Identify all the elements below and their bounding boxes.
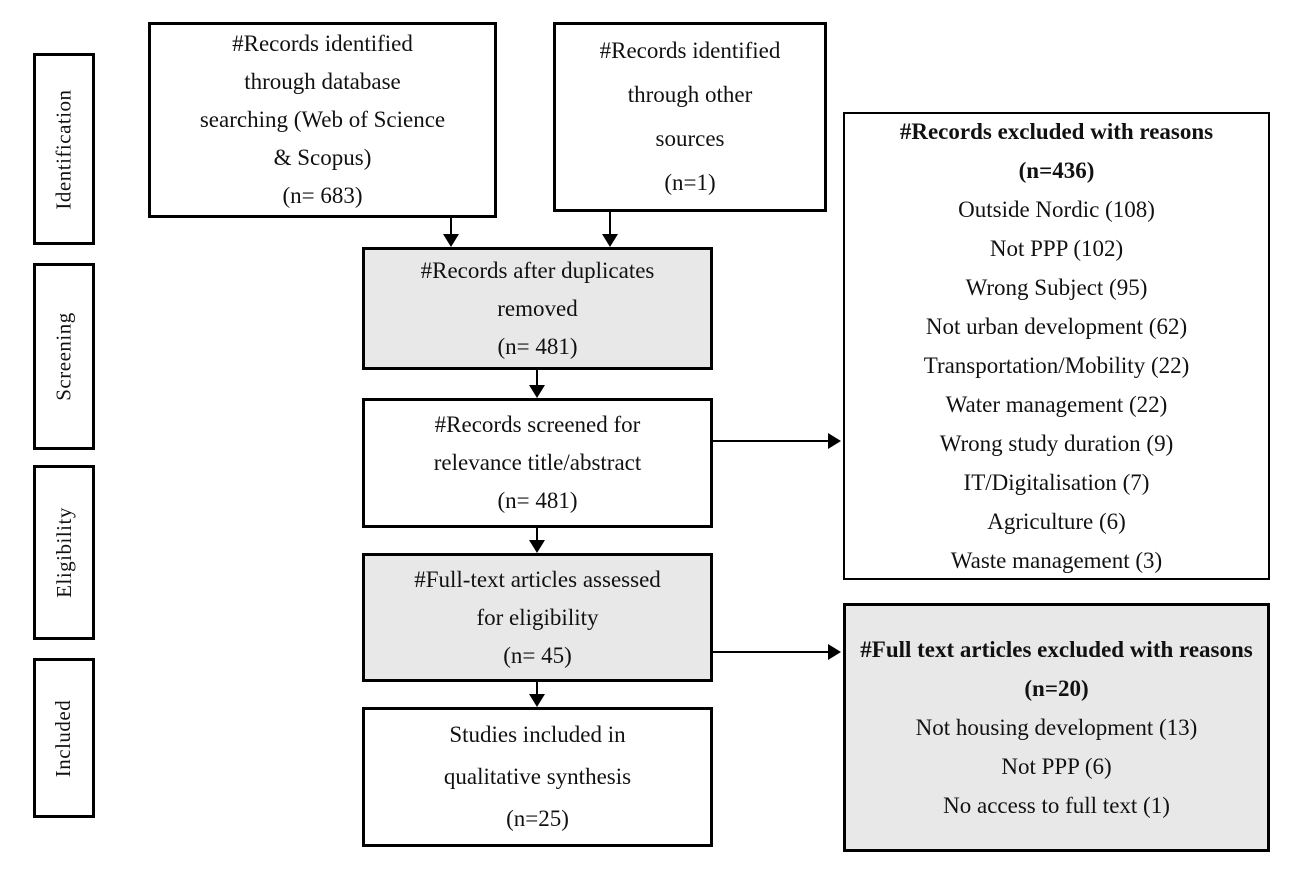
arrow-fulltext-to-included-icon bbox=[529, 682, 545, 707]
arrow-head-down-icon bbox=[602, 234, 618, 247]
box-fulltext-assessed-text: #Full-text articles assessed for eligibi… bbox=[414, 566, 661, 668]
box-records-screened: #Records screened for relevance title/ab… bbox=[362, 398, 713, 528]
box-records-identified-other-sources-text: #Records identified through other source… bbox=[599, 38, 781, 195]
box-records-screened-text: #Records screened for relevance title/ab… bbox=[433, 412, 642, 513]
box-records-after-duplicates-removed-text: #Records after duplicates removed (n= 48… bbox=[420, 257, 655, 359]
arrow-stem bbox=[713, 651, 828, 653]
box-records-identified-other-sources: #Records identified through other source… bbox=[553, 22, 827, 212]
arrow-stem bbox=[536, 528, 538, 540]
box-fulltext-excluded-with-reasons: #Full text articles excluded with reason… bbox=[843, 603, 1270, 852]
stage-label-screening: Screening bbox=[33, 263, 95, 450]
arrow-duplicates-to-screened-icon bbox=[529, 370, 545, 398]
records-excluded-count: (n=436) bbox=[1018, 158, 1095, 183]
box-records-identified-database: #Records identified through database sea… bbox=[148, 22, 497, 218]
stage-label-identification: Identification bbox=[33, 53, 95, 245]
arrow-head-down-icon bbox=[443, 234, 459, 247]
box-fulltext-assessed: #Full-text articles assessed for eligibi… bbox=[362, 553, 713, 682]
box-records-after-duplicates-removed: #Records after duplicates removed (n= 48… bbox=[362, 247, 713, 370]
stage-label-included-text: Included bbox=[51, 699, 76, 777]
records-excluded-reasons-list: Outside Nordic (108) Not PPP (102) Wrong… bbox=[923, 197, 1190, 573]
arrow-head-down-icon bbox=[529, 694, 545, 707]
arrow-screened-to-fulltext-icon bbox=[529, 528, 545, 553]
fulltext-excluded-reasons-list: Not housing development (13) Not PPP (6)… bbox=[915, 715, 1198, 818]
records-excluded-content: #Records excluded with reasons (n=436) O… bbox=[855, 112, 1258, 580]
fulltext-excluded-count: (n=20) bbox=[1024, 676, 1089, 701]
fulltext-excluded-title: #Full text articles excluded with reason… bbox=[860, 637, 1253, 662]
stage-label-eligibility: Eligibility bbox=[33, 465, 95, 640]
stage-label-included: Included bbox=[33, 658, 95, 818]
arrow-screened-to-records-excluded-icon bbox=[713, 433, 841, 449]
fulltext-excluded-content: #Full text articles excluded with reason… bbox=[856, 630, 1257, 825]
box-studies-included-text: Studies included in qualitative synthesi… bbox=[443, 722, 632, 831]
records-excluded-title: #Records excluded with reasons bbox=[899, 119, 1214, 144]
box-records-identified-database-text: #Records identified through database sea… bbox=[199, 31, 446, 208]
box-studies-included: Studies included in qualitative synthesi… bbox=[362, 707, 713, 847]
arrow-head-right-icon bbox=[828, 433, 841, 449]
arrow-other-sources-to-duplicates-icon bbox=[602, 212, 618, 247]
arrow-database-to-duplicates-icon bbox=[443, 218, 459, 247]
arrow-stem bbox=[609, 212, 611, 234]
arrow-fulltext-to-fulltext-excluded-icon bbox=[713, 644, 841, 660]
arrow-head-down-icon bbox=[529, 385, 545, 398]
arrow-stem bbox=[450, 218, 452, 234]
arrow-head-right-icon bbox=[828, 644, 841, 660]
stage-label-eligibility-text: Eligibility bbox=[51, 507, 76, 598]
stage-label-screening-text: Screening bbox=[51, 312, 76, 401]
arrow-stem bbox=[536, 682, 538, 694]
box-records-excluded-with-reasons: #Records excluded with reasons (n=436) O… bbox=[843, 112, 1270, 580]
arrow-stem bbox=[713, 440, 828, 442]
arrow-stem bbox=[536, 370, 538, 385]
arrow-head-down-icon bbox=[529, 540, 545, 553]
stage-label-identification-text: Identification bbox=[51, 88, 76, 210]
